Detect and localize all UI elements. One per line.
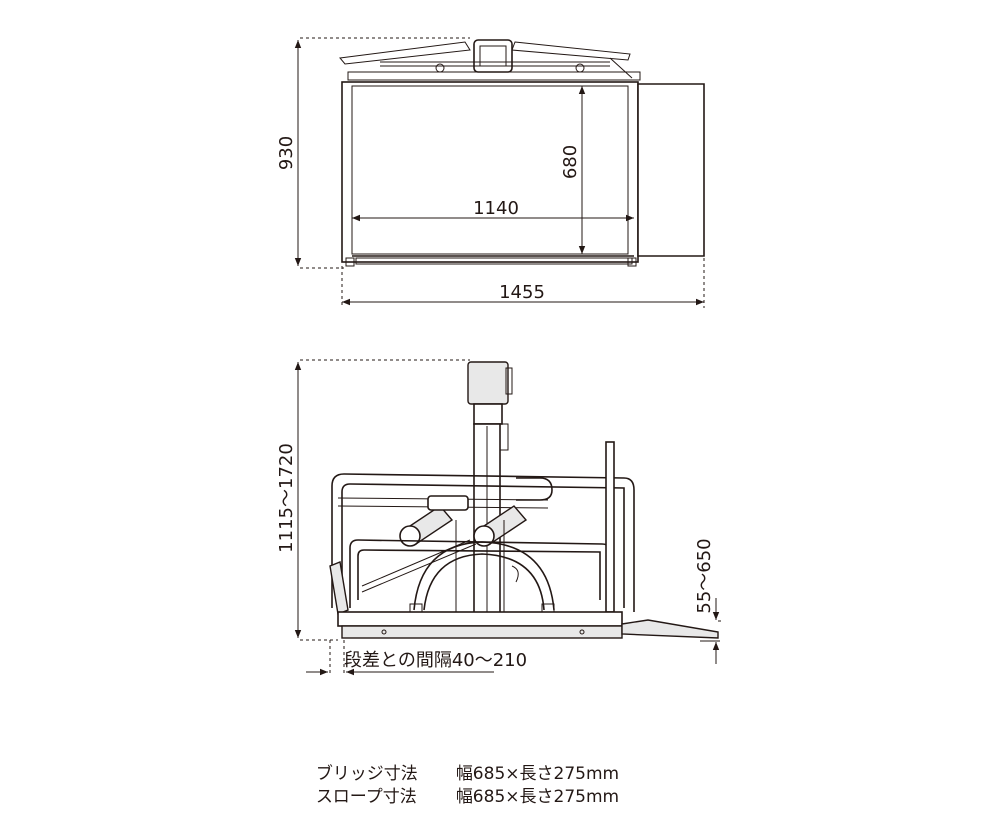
dim-label-1455: 1455 [499, 282, 545, 303]
top-view: 930 680 1140 1455 [276, 37, 705, 308]
front-arc [413, 541, 555, 611]
left-flap [329, 561, 349, 615]
side-view: 1115〜1720 55〜650 段差との間隔40〜210 [276, 359, 722, 676]
dim-label-680: 680 [560, 145, 581, 179]
gate-post [605, 441, 615, 613]
top-bridge [637, 83, 705, 257]
dim-label-930: 930 [276, 136, 297, 170]
dim-label-1115-1720: 1115〜1720 [276, 443, 297, 553]
side-platform [337, 611, 623, 627]
dim-label-gap: 段差との間隔40〜210 [344, 650, 527, 671]
spec-row-bridge: ブリッジ寸法 幅685×長さ275mm [305, 741, 619, 785]
top-mechanism [339, 39, 641, 81]
spec-label-bridge: ブリッジ寸法 [315, 764, 418, 784]
spec-label-slope: スロープ寸法 [315, 787, 417, 807]
spec-value-bridge: 幅685×長さ275mm [455, 764, 620, 784]
side-slope [621, 619, 719, 639]
spec-value-slope: 幅685×長さ275mm [455, 787, 620, 807]
spec-row-slope: スロープ寸法 幅685×長さ275mm [305, 764, 619, 808]
upper-handrail [331, 473, 635, 612]
dim-label-1140: 1140 [473, 198, 519, 219]
top-platform [341, 81, 639, 263]
arm-links [399, 495, 528, 547]
mast [467, 361, 513, 625]
dim-label-55-650: 55〜650 [694, 538, 715, 613]
